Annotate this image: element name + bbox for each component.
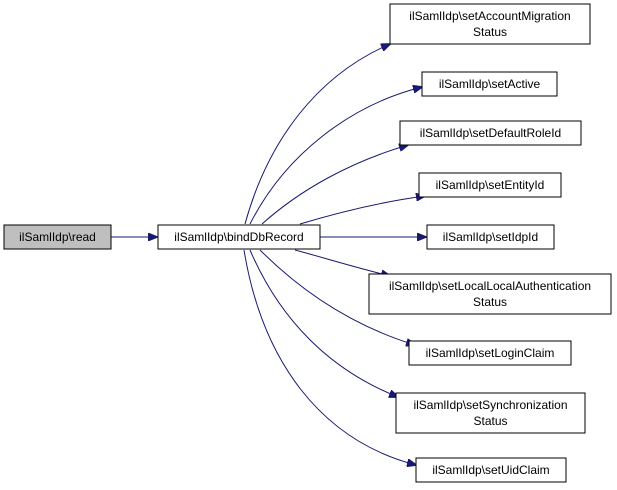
edge-bind-to-setactive (249, 87, 422, 225)
node-label: ilSamlIdp\bindDbRecord (174, 230, 303, 244)
edge-bind-to-setlocallocalauthenticationstatus (294, 249, 390, 276)
node-label-line-1: ilSamlIdp\setLocalLocalAuthentication (389, 279, 591, 293)
edge-bind-to-setsynchronizationstatus (249, 249, 398, 397)
node-setentityid[interactable]: ilSamlIdp\setEntityId (418, 172, 562, 198)
node-setactive[interactable]: ilSamlIdp\setActive (421, 71, 558, 97)
node-read[interactable]: ilSamlIdp\read (3, 224, 112, 250)
node-label-line-2: Status (473, 295, 507, 309)
node-label: ilSamlIdp\setIdpId (443, 230, 538, 244)
node-setidpid[interactable]: ilSamlIdp\setIdpId (426, 224, 555, 250)
node-setuidclaim[interactable]: ilSamlIdp\setUidClaim (415, 457, 567, 483)
node-label-line-2: Status (473, 25, 507, 39)
node-setdefaultroleid[interactable]: ilSamlIdp\setDefaultRoleId (399, 120, 582, 146)
edges (111, 44, 426, 465)
edge-bind-to-setloginclaim (259, 249, 415, 345)
node-label-line-1: ilSamlIdp\setAccountMigration (409, 9, 570, 23)
node-label: ilSamlIdp\setUidClaim (432, 463, 549, 477)
node-setsynchronizationstatus[interactable]: ilSamlIdp\setSynchronization Status (395, 392, 586, 434)
edge-bind-to-setdefaultroleid (261, 145, 408, 225)
node-binddbrecord[interactable]: ilSamlIdp\bindDbRecord (157, 224, 321, 250)
node-label: ilSamlIdp\setDefaultRoleId (420, 126, 561, 140)
node-label: ilSamlIdp\setActive (439, 77, 541, 91)
node-label: ilSamlIdp\setLoginClaim (426, 346, 555, 360)
edge-bind-to-setuidclaim (243, 249, 416, 465)
node-setaccountmigrationstatus[interactable]: ilSamlIdp\setAccountMigration Status (389, 3, 591, 45)
node-label-line-1: ilSamlIdp\setSynchronization (413, 398, 567, 412)
node-setlocallocalauthenticationstatus[interactable]: ilSamlIdp\setLocalLocalAuthentication St… (368, 273, 612, 315)
node-label: ilSamlIdp\setEntityId (436, 178, 545, 192)
node-label: ilSamlIdp\read (19, 230, 96, 244)
node-setloginclaim[interactable]: ilSamlIdp\setLoginClaim (408, 340, 572, 366)
node-label-line-2: Status (473, 414, 507, 428)
edge-bind-to-setentityid (299, 196, 425, 225)
edge-bind-to-setaccountmigrationstatus (244, 44, 390, 225)
